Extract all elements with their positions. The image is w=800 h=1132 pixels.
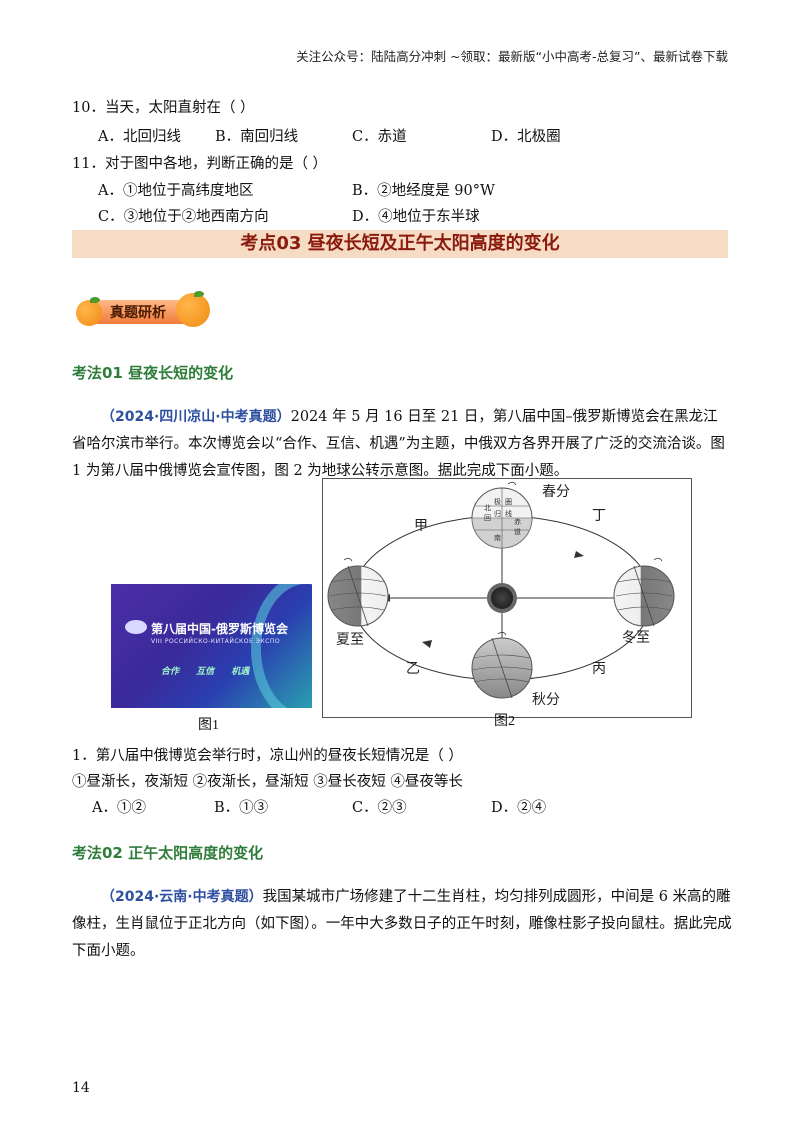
section-1-body: 2024 年 5 月 16 日至 21 日，第八届中国–俄罗斯博览会在黑龙江省哈…: [72, 409, 725, 479]
globe-text-3: 圈: [505, 498, 512, 506]
expo-logo-icon: [125, 620, 147, 634]
question-1-choices: ①昼渐长，夜渐短 ②夜渐长，昼渐短 ③昼长夜短 ④昼夜等长: [72, 774, 463, 790]
page-header: 关注公众号：陆陆高分冲刺 ~领取：最新版“小中高考-总复习”、最新试卷下载: [296, 49, 728, 64]
globe-text-7: 道: [514, 527, 521, 536]
globe-text-0: 北: [484, 504, 491, 512]
figure-1-poster: 第八届中国-俄罗斯博览会 VIII РОССИЙСКО-КИТАЙСКОЕ ЭК…: [111, 584, 312, 708]
poster-slogan: 合作 互信 机遇: [161, 667, 250, 677]
globe-text-6: 赤: [514, 518, 521, 526]
poster-title-cn: 第八届中国-俄罗斯博览会: [151, 622, 288, 636]
q1-option-d: D．②④: [491, 800, 547, 816]
label-ding: 丁: [592, 508, 606, 524]
figure-2-caption: 图2: [494, 714, 515, 729]
figure-1-caption: 图1: [198, 718, 219, 733]
q10-option-a: A．北回归线: [98, 129, 181, 145]
section-2-source: （2024·云南·中考真题）: [101, 889, 263, 905]
q1-option-c: C．②③: [352, 800, 407, 816]
q11-option-a: A．①地位于高纬度地区: [98, 183, 254, 199]
label-yi: 乙: [406, 661, 420, 677]
globe-winter-solstice: [613, 557, 675, 627]
globe-text-8: 南: [494, 533, 501, 542]
globe-summer-solstice: [327, 557, 389, 627]
label-summer-solstice: 夏至: [336, 632, 364, 648]
section-1-source: （2024·四川凉山·中考真题）: [101, 409, 291, 425]
q10-option-b: B．南回归线: [215, 129, 299, 145]
section-2-paragraph: （2024·云南·中考真题）我国某城市广场修建了十二生肖柱，均匀排列成圆形，中间…: [72, 884, 732, 965]
question-10-stem: 10．当天，太阳直射在（ ）: [72, 100, 255, 116]
poster-arc-decoration: [251, 584, 312, 708]
topic-banner: 考点03 昼夜长短及正午太阳高度的变化: [72, 230, 728, 258]
page-number: 14: [72, 1080, 90, 1096]
section-1-paragraph: （2024·四川凉山·中考真题）2024 年 5 月 16 日至 21 日，第八…: [72, 404, 732, 485]
globe-spring-equinox: 北 回 极 圈 归 线 赤 道 南: [471, 481, 533, 549]
label-bing: 丙: [592, 661, 606, 677]
label-winter-solstice: 冬至: [622, 630, 650, 646]
q1-option-a: A．①②: [92, 800, 146, 816]
globe-autumn-equinox: [471, 631, 533, 699]
leaf-left-icon: [90, 297, 100, 303]
question-1-stem: 1．第八届中俄博览会举行时，凉山州的昼夜长短情况是（ ）: [72, 748, 463, 764]
q10-option-d: D．北极圈: [491, 129, 561, 145]
globe-text-1: 回: [484, 514, 491, 522]
orbit-arrow-top-right-icon: [574, 551, 584, 558]
real-question-badge: 真题研析: [76, 291, 210, 331]
globe-text-2: 极: [494, 497, 501, 506]
question-11-stem: 11．对于图中各地，判断正确的是（ ）: [72, 156, 328, 172]
globe-text-4: 归: [494, 509, 501, 518]
label-jia: 甲: [414, 518, 428, 534]
q11-option-c: C．③地位于②地西南方向: [98, 209, 269, 225]
orange-right-icon: [176, 293, 210, 327]
q10-option-c: C．赤道: [352, 129, 407, 145]
label-spring-equinox: 春分: [542, 484, 570, 500]
orbit-arrow-bottom-left-icon: [422, 640, 432, 648]
section-2-body: 我国某城市广场修建了十二生肖柱，均匀排列成圆形，中间是 6 米高的雕像柱，生肖鼠…: [72, 889, 732, 959]
topic-banner-title: 考点03 昼夜长短及正午太阳高度的变化: [240, 233, 560, 254]
label-autumn-equinox: 秋分: [532, 692, 560, 708]
figure-2-orbit-diagram: 北 回 极 圈 归 线 赤 道 南 甲 丁 乙 丙 春分 夏至 冬至 秋分: [322, 478, 692, 718]
globe-text-5: 线: [505, 509, 512, 518]
section-2-title: 考法02 正午太阳高度的变化: [72, 844, 264, 862]
poster-title-ru: VIII РОССИЙСКО-КИТАЙСКОЕ ЭКСПО: [151, 638, 281, 645]
badge-label: 真题研析: [110, 305, 166, 321]
q1-option-b: B．①③: [214, 800, 269, 816]
section-1-title: 考法01 昼夜长短的变化: [72, 364, 234, 382]
orange-left-icon: [76, 300, 102, 326]
leaf-right-icon: [194, 291, 204, 297]
q11-option-b: B．②地经度是 90°W: [352, 183, 495, 199]
sun-icon: [487, 583, 517, 613]
q11-option-d: D．④地位于东半球: [352, 209, 480, 225]
